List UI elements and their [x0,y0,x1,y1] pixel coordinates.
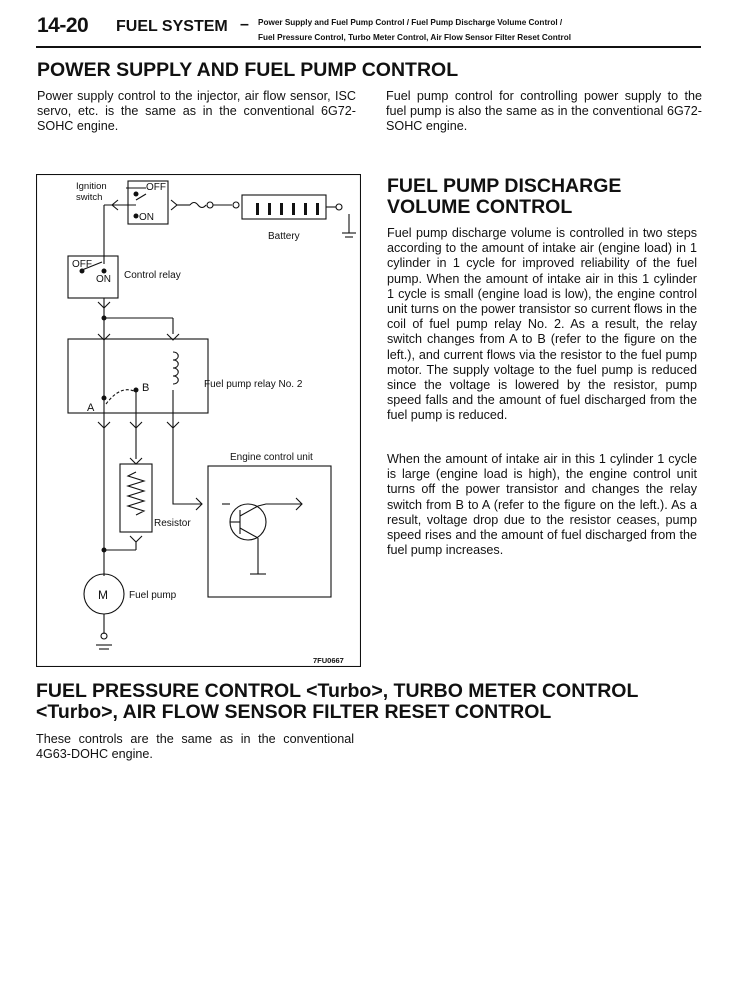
section-name: FUEL SYSTEM [116,18,228,35]
relay2-bottom-connector-left [97,421,111,429]
discharge-heading-line1: FUEL PUMP DISCHARGE [387,175,622,197]
transistor-collector-wire [257,503,302,507]
ignition-switch-box [127,180,169,225]
power-supply-heading: POWER SUPPLY AND FUEL PUMP CONTROL [37,59,459,81]
junction-dot-2 [101,547,107,553]
ignition-right-connector [170,199,178,211]
discharge-heading-line2: VOLUME CONTROL [387,196,573,218]
header-subtitle-line2: Fuel Pressure Control, Turbo Meter Contr… [258,33,571,42]
relay2-top-connector-left [97,333,111,341]
circuit-svg: Ignition switch OFF ON Battery OFF ON Co… [36,174,361,667]
control-relay-box [67,255,119,299]
battery-box [241,194,327,220]
header-rule [36,46,701,48]
battery-cell-6 [316,203,319,215]
page-number: 14-20 [37,14,89,37]
fuel-pump-relay-box [67,338,209,414]
label-relay-off: OFF [72,259,92,270]
discharge-paragraph-2: When the amount of intake air in this 1 … [387,452,697,558]
label-fuel-pump: Fuel pump [129,590,177,601]
contact-a-dot [101,395,107,401]
fusible-link [189,201,207,209]
resistor-zigzag [126,471,146,516]
pump-ground-terminal [100,632,108,640]
control-relay-connector [97,301,111,309]
resistor-bottom-connector [129,535,143,543]
label-fuel-pump-relay: Fuel pump relay No. 2 [204,379,303,390]
fuel-pump-circuit-diagram: Ignition switch OFF ON Battery OFF ON Co… [36,174,361,667]
figure-frame [36,174,361,667]
discharge-paragraph-1: Fuel pump discharge volume is controlled… [387,226,697,423]
wire-coil-to-ecu [172,424,202,505]
transistor-emitter [239,527,259,539]
label-motor-m: M [98,588,108,602]
terminal-circle-1 [206,201,214,209]
relay-contact-dot-1 [79,268,85,274]
ignition-left-connector [111,199,119,211]
label-contact-a: A [87,402,95,414]
contact-b-dot [133,387,139,393]
fuel-pressure-heading-line2: <Turbo>, AIR FLOW SENSOR FILTER RESET CO… [36,701,552,723]
power-supply-left-text: Power supply control to the injector, ai… [37,89,356,134]
ecu-input-connector [195,497,203,511]
label-relay-on: ON [96,274,111,285]
label-ignition-2: switch [76,192,102,203]
ign-contact-dot-2 [133,213,139,219]
battery-cell-2 [268,203,271,215]
battery-cell-4 [292,203,295,215]
relay-contact-dot-2 [101,268,107,274]
transistor-collector [239,505,259,517]
terminal-circle-2 [232,201,240,209]
battery-terminal [335,203,343,211]
battery-cell-1 [256,203,259,215]
label-ign-off: OFF [146,182,166,193]
header-dash: – [240,16,249,33]
label-ignition-1: Ignition [76,181,107,192]
ecu-box [207,465,332,598]
junction-dot-1 [101,315,107,321]
header-subtitle-line1: Power Supply and Fuel Pump Control / Fue… [258,18,563,27]
battery-cell-3 [280,203,283,215]
relay2-coil [172,351,179,385]
ign-contact-dot-1 [133,191,139,197]
ignition-contact-arm [135,193,147,201]
control-relay-arm [81,261,103,271]
resistor-top-connector [129,457,143,465]
relay2-top-connector-right [166,333,180,341]
ecu-output-arrow [295,497,303,511]
label-ign-on: ON [139,212,154,223]
label-control-relay: Control relay [124,270,181,281]
power-supply-right-text: Fuel pump control for controlling power … [386,89,702,134]
label-resistor: Resistor [154,518,191,529]
relay2-switch-arm [105,389,137,405]
fuel-pressure-heading-line1: FUEL PRESSURE CONTROL <Turbo>, TURBO MET… [36,680,639,702]
label-ecu: Engine control unit [230,452,313,463]
fuel-pressure-text: These controls are the same as in the co… [36,732,354,762]
label-battery: Battery [268,231,300,242]
battery-cell-5 [304,203,307,215]
label-contact-b: B [142,382,149,394]
figure-code: 7FU0667 [313,656,344,665]
